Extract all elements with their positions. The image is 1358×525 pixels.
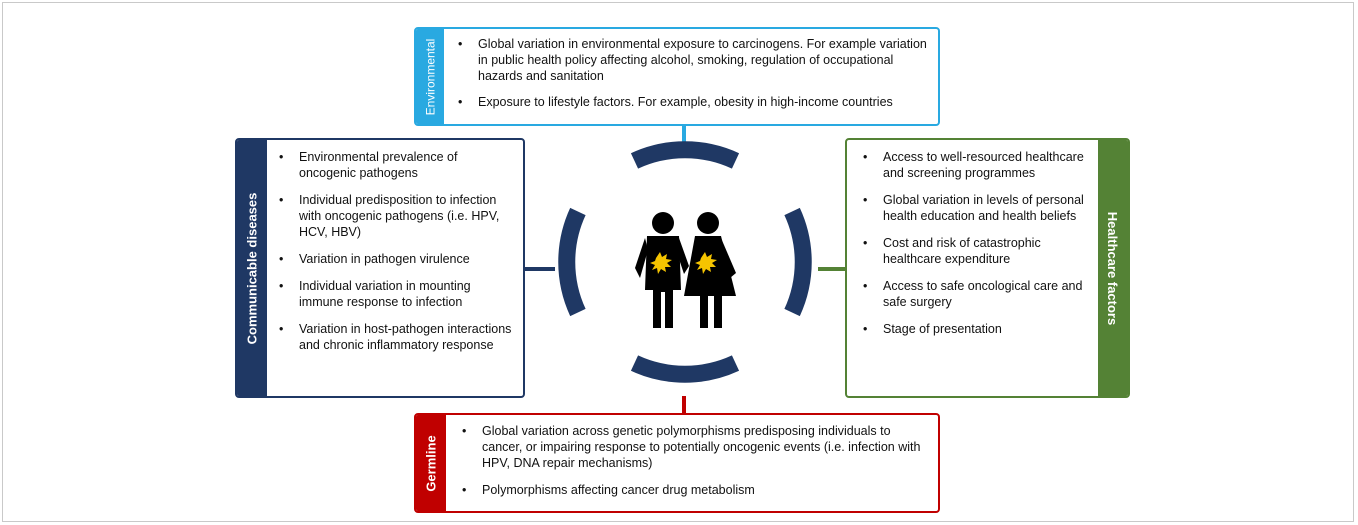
list-item: Environmental prevalence of oncogenic pa… xyxy=(269,149,517,181)
connector-healthcare xyxy=(818,267,846,271)
tumour-icon xyxy=(650,252,672,274)
ring-segment-left xyxy=(558,207,586,317)
tumour-icon xyxy=(695,252,717,274)
communicable-diseases-list: Environmental prevalence of oncogenic pa… xyxy=(269,149,517,364)
list-item: Polymorphisms affecting cancer drug meta… xyxy=(452,482,930,498)
list-item: Global variation in levels of personal h… xyxy=(853,192,1094,224)
list-item: Stage of presentation xyxy=(853,321,1094,337)
list-item: Access to safe oncological care and safe… xyxy=(853,278,1094,310)
healthcare-factors-box: Access to well-resourced healthcare and … xyxy=(845,138,1130,398)
woman-arm-icon xyxy=(717,238,736,278)
list-item: Global variation in environmental exposu… xyxy=(448,36,930,84)
ring-segment-top xyxy=(630,141,740,169)
couple-icon xyxy=(635,212,736,328)
list-item: Individual variation in mounting immune … xyxy=(269,278,517,310)
environmental-tab: Environmental xyxy=(416,29,444,124)
list-item: Cost and risk of catastrophic healthcare… xyxy=(853,235,1094,267)
environmental-label: Environmental xyxy=(423,38,437,115)
germline-label: Germline xyxy=(423,434,439,492)
man-arm-icon xyxy=(635,238,648,278)
ring-segment-right xyxy=(784,207,812,317)
connector-environmental xyxy=(682,126,686,144)
connector-communicable xyxy=(525,267,555,271)
center-graphic xyxy=(558,141,812,383)
list-item: Exposure to lifestyle factors. For examp… xyxy=(448,94,930,110)
healthcare-factors-tab: Healthcare factors xyxy=(1098,140,1128,396)
list-item: Variation in host-pathogen interactions … xyxy=(269,321,517,353)
communicable-diseases-label: Communicable diseases xyxy=(244,192,260,344)
man-body-icon xyxy=(645,236,681,328)
germline-tab: Germline xyxy=(416,415,446,511)
environmental-box: Environmental Global variation in enviro… xyxy=(414,27,940,126)
environmental-list: Global variation in environmental exposu… xyxy=(448,36,930,120)
germline-box: Germline Global variation across genetic… xyxy=(414,413,940,513)
ring-segment-bottom xyxy=(630,355,740,383)
communicable-diseases-tab: Communicable diseases xyxy=(237,140,267,396)
connector-germline xyxy=(682,396,686,414)
healthcare-factors-label: Healthcare factors xyxy=(1105,211,1121,325)
man-head-icon xyxy=(652,212,674,234)
list-item: Global variation across genetic polymorp… xyxy=(452,423,930,471)
woman-body-icon xyxy=(684,236,736,328)
woman-head-icon xyxy=(697,212,719,234)
healthcare-factors-list: Access to well-resourced healthcare and … xyxy=(853,149,1094,348)
germline-list: Global variation across genetic polymorp… xyxy=(452,423,930,509)
list-item: Variation in pathogen virulence xyxy=(269,251,517,267)
list-item: Individual predisposition to infection w… xyxy=(269,192,517,240)
ring xyxy=(558,141,812,383)
list-item: Access to well-resourced healthcare and … xyxy=(853,149,1094,181)
communicable-diseases-box: Communicable diseases Environmental prev… xyxy=(235,138,525,398)
